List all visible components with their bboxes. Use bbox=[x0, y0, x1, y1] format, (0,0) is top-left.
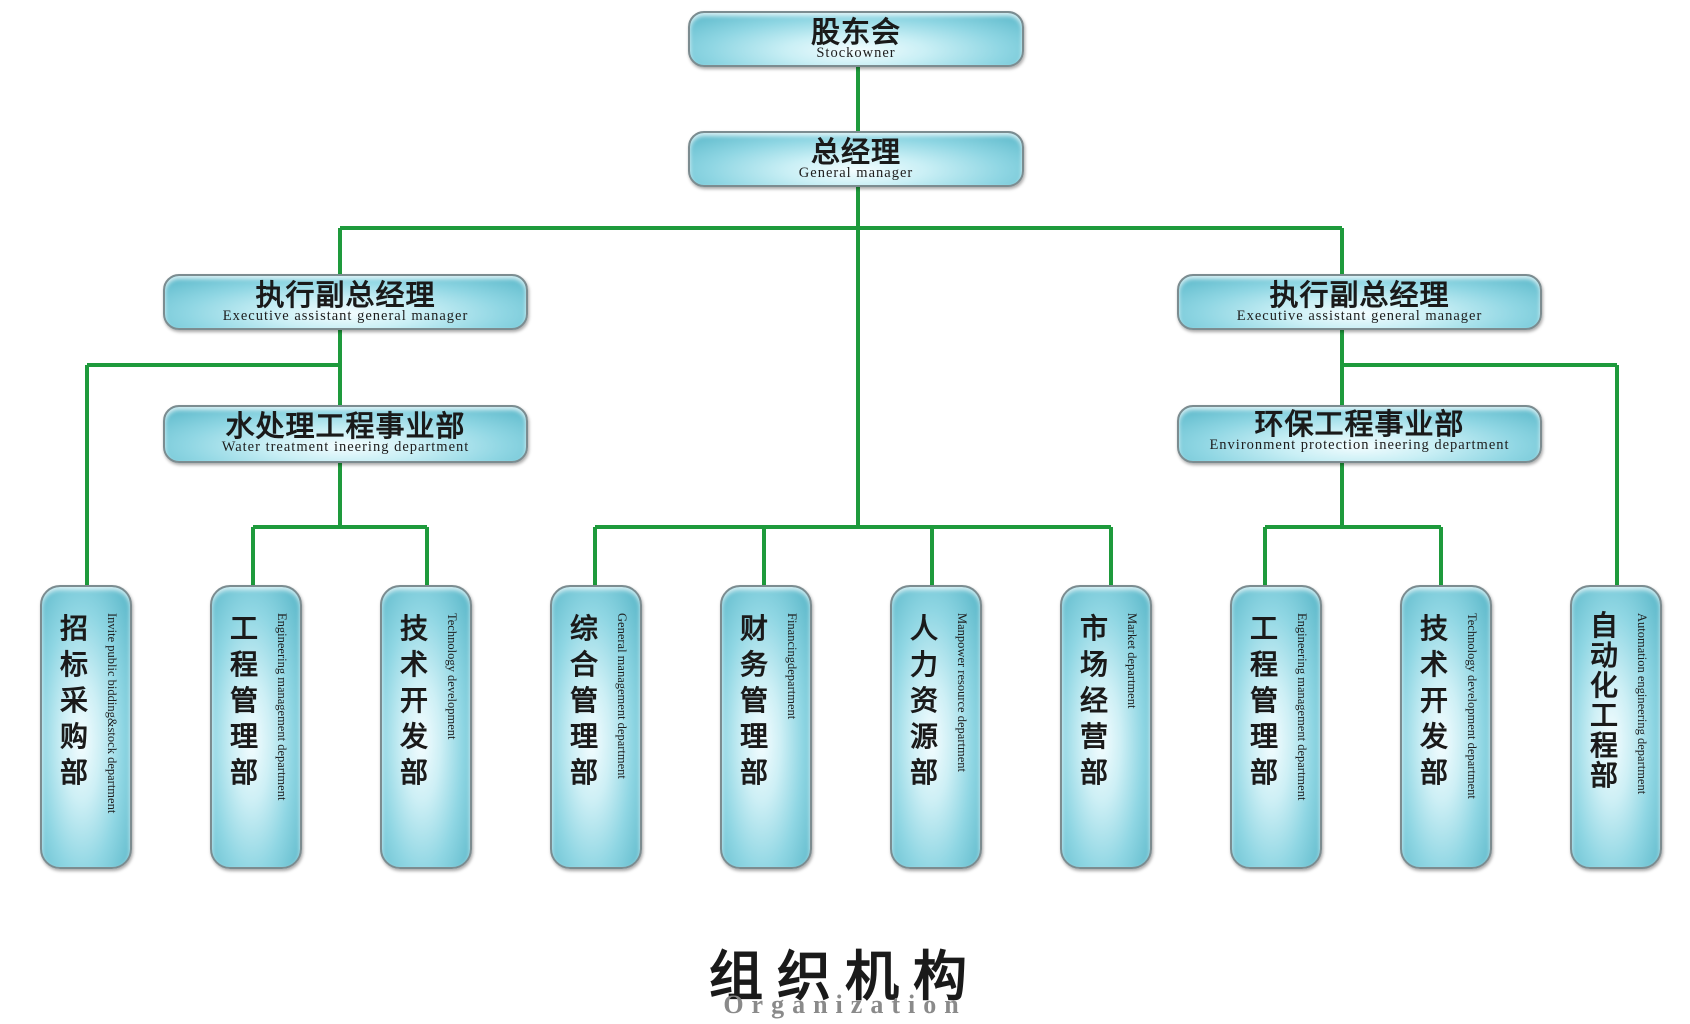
department-name-en: Technology development department bbox=[1465, 613, 1479, 799]
department-name-en: Engineering management department bbox=[275, 613, 289, 801]
department-name-en: Financingdepartment bbox=[785, 613, 799, 720]
water-treatment-division-box: 水处理工程事业部 Water treatment ineering depart… bbox=[163, 405, 528, 463]
general-manager-subtitle: General manager bbox=[798, 165, 914, 181]
department-box: 人力资源部 Manpower resource department bbox=[890, 585, 982, 869]
department-name-en: Technology development bbox=[445, 613, 459, 740]
department-name: 技术开发部 bbox=[399, 612, 428, 789]
stockowner-subtitle: Stockowner bbox=[816, 45, 896, 61]
department-name: 综合管理部 bbox=[569, 612, 598, 789]
department-name-en: Engineering management department bbox=[1295, 613, 1309, 801]
stockowner-title: 股东会 bbox=[810, 15, 901, 49]
department-name-en: Manpower resource department bbox=[955, 613, 969, 772]
right-vp-title: 执行副总经理 bbox=[1269, 278, 1450, 312]
right-vp-box: 执行副总经理 Executive assistant general manag… bbox=[1177, 274, 1542, 330]
department-box: 财务管理部 Financingdepartment bbox=[720, 585, 812, 869]
department-box: 综合管理部 General management department bbox=[550, 585, 642, 869]
water-treatment-division-title: 水处理工程事业部 bbox=[225, 409, 466, 443]
department-name: 人力资源部 bbox=[909, 612, 938, 789]
department-name-en: Automation engineering department bbox=[1635, 613, 1649, 795]
department-name: 技术开发部 bbox=[1419, 612, 1448, 789]
department-box: 工程管理部 Engineering management department bbox=[1230, 585, 1322, 869]
environment-division-subtitle: Environment protection ineering departme… bbox=[1209, 437, 1510, 453]
department-box: 工程管理部 Engineering management department bbox=[210, 585, 302, 869]
water-treatment-division-subtitle: Water treatment ineering department bbox=[221, 439, 470, 455]
department-box: 招标采购部 Invite public bidding&stock depart… bbox=[40, 585, 132, 869]
chart-title: 组织机构 bbox=[709, 945, 981, 1008]
department-box: 市场经营部 Market department bbox=[1060, 585, 1152, 869]
general-manager-box: 总经理 General manager bbox=[688, 131, 1024, 187]
chart-subtitle: Organization bbox=[723, 990, 967, 1019]
department-name-en: General management department bbox=[615, 613, 629, 779]
department-name: 市场经营部 bbox=[1079, 612, 1108, 789]
department-name-en: Market department bbox=[1125, 613, 1139, 709]
department-name-en: Invite public bidding&stock department bbox=[105, 613, 119, 814]
left-vp-subtitle: Executive assistant general manager bbox=[222, 308, 469, 324]
department-name: 招标采购部 bbox=[59, 612, 88, 789]
left-vp-title: 执行副总经理 bbox=[255, 278, 436, 312]
environment-division-box: 环保工程事业部 Environment protection ineering … bbox=[1177, 405, 1542, 463]
right-vp-subtitle: Executive assistant general manager bbox=[1236, 308, 1483, 324]
department-box: 自动化工程部 Automation engineering department bbox=[1570, 585, 1662, 869]
department-box: 技术开发部 Technology development department bbox=[1400, 585, 1492, 869]
department-name: 自动化工程部 bbox=[1589, 609, 1618, 792]
department-name: 财务管理部 bbox=[739, 612, 768, 789]
department-box: 技术开发部 Technology development bbox=[380, 585, 472, 869]
left-vp-box: 执行副总经理 Executive assistant general manag… bbox=[163, 274, 528, 330]
department-name: 工程管理部 bbox=[1249, 612, 1278, 789]
general-manager-title: 总经理 bbox=[810, 135, 901, 169]
stockowner-box: 股东会 Stockowner bbox=[688, 11, 1024, 67]
environment-division-title: 环保工程事业部 bbox=[1254, 407, 1465, 441]
department-name: 工程管理部 bbox=[229, 612, 258, 789]
